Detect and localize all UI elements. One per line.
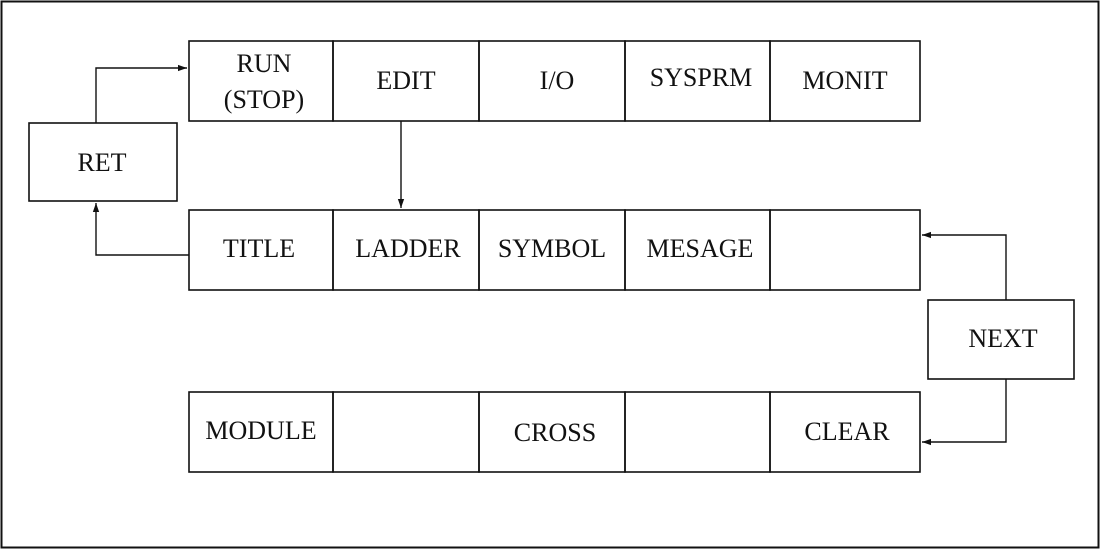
label-run-stop: (STOP)	[224, 85, 304, 114]
label-io: I/O	[540, 66, 575, 95]
label-clear: CLEAR	[804, 417, 890, 446]
menu-cell-monit[interactable]	[769, 40, 921, 122]
menu-cell-bottom-empty-2[interactable]	[624, 391, 771, 473]
label-symbol: SYMBOL	[498, 234, 606, 263]
menu-row-middle	[188, 209, 921, 291]
next-key-box[interactable]	[927, 299, 1075, 380]
arrow-next-to-middle-row	[922, 231, 1007, 300]
label-cross: CROSS	[514, 418, 596, 447]
label-run: RUN	[237, 49, 292, 78]
menu-cell-bottom-empty-1[interactable]	[332, 391, 480, 473]
label-next: NEXT	[968, 324, 1037, 353]
arrow-title-to-ret	[92, 203, 189, 256]
label-ladder: LADDER	[355, 234, 461, 263]
label-title: TITLE	[223, 234, 295, 263]
label-mesage: MESAGE	[647, 234, 754, 263]
label-sysprm: SYSPRM	[650, 63, 753, 92]
menu-row-top	[188, 40, 921, 122]
connectors	[92, 64, 1007, 446]
label-ret: RET	[77, 148, 126, 177]
arrow-ret-to-run	[95, 64, 187, 123]
label-edit: EDIT	[376, 66, 435, 95]
label-monit: MONIT	[802, 66, 887, 95]
menu-cell-clear[interactable]	[769, 391, 921, 473]
label-module: MODULE	[205, 416, 316, 445]
arrow-next-to-bottom-row	[922, 379, 1007, 446]
menu-row-bottom	[188, 391, 921, 473]
menu-cell-middle-empty[interactable]	[769, 209, 921, 291]
ret-key-box[interactable]	[28, 122, 178, 202]
